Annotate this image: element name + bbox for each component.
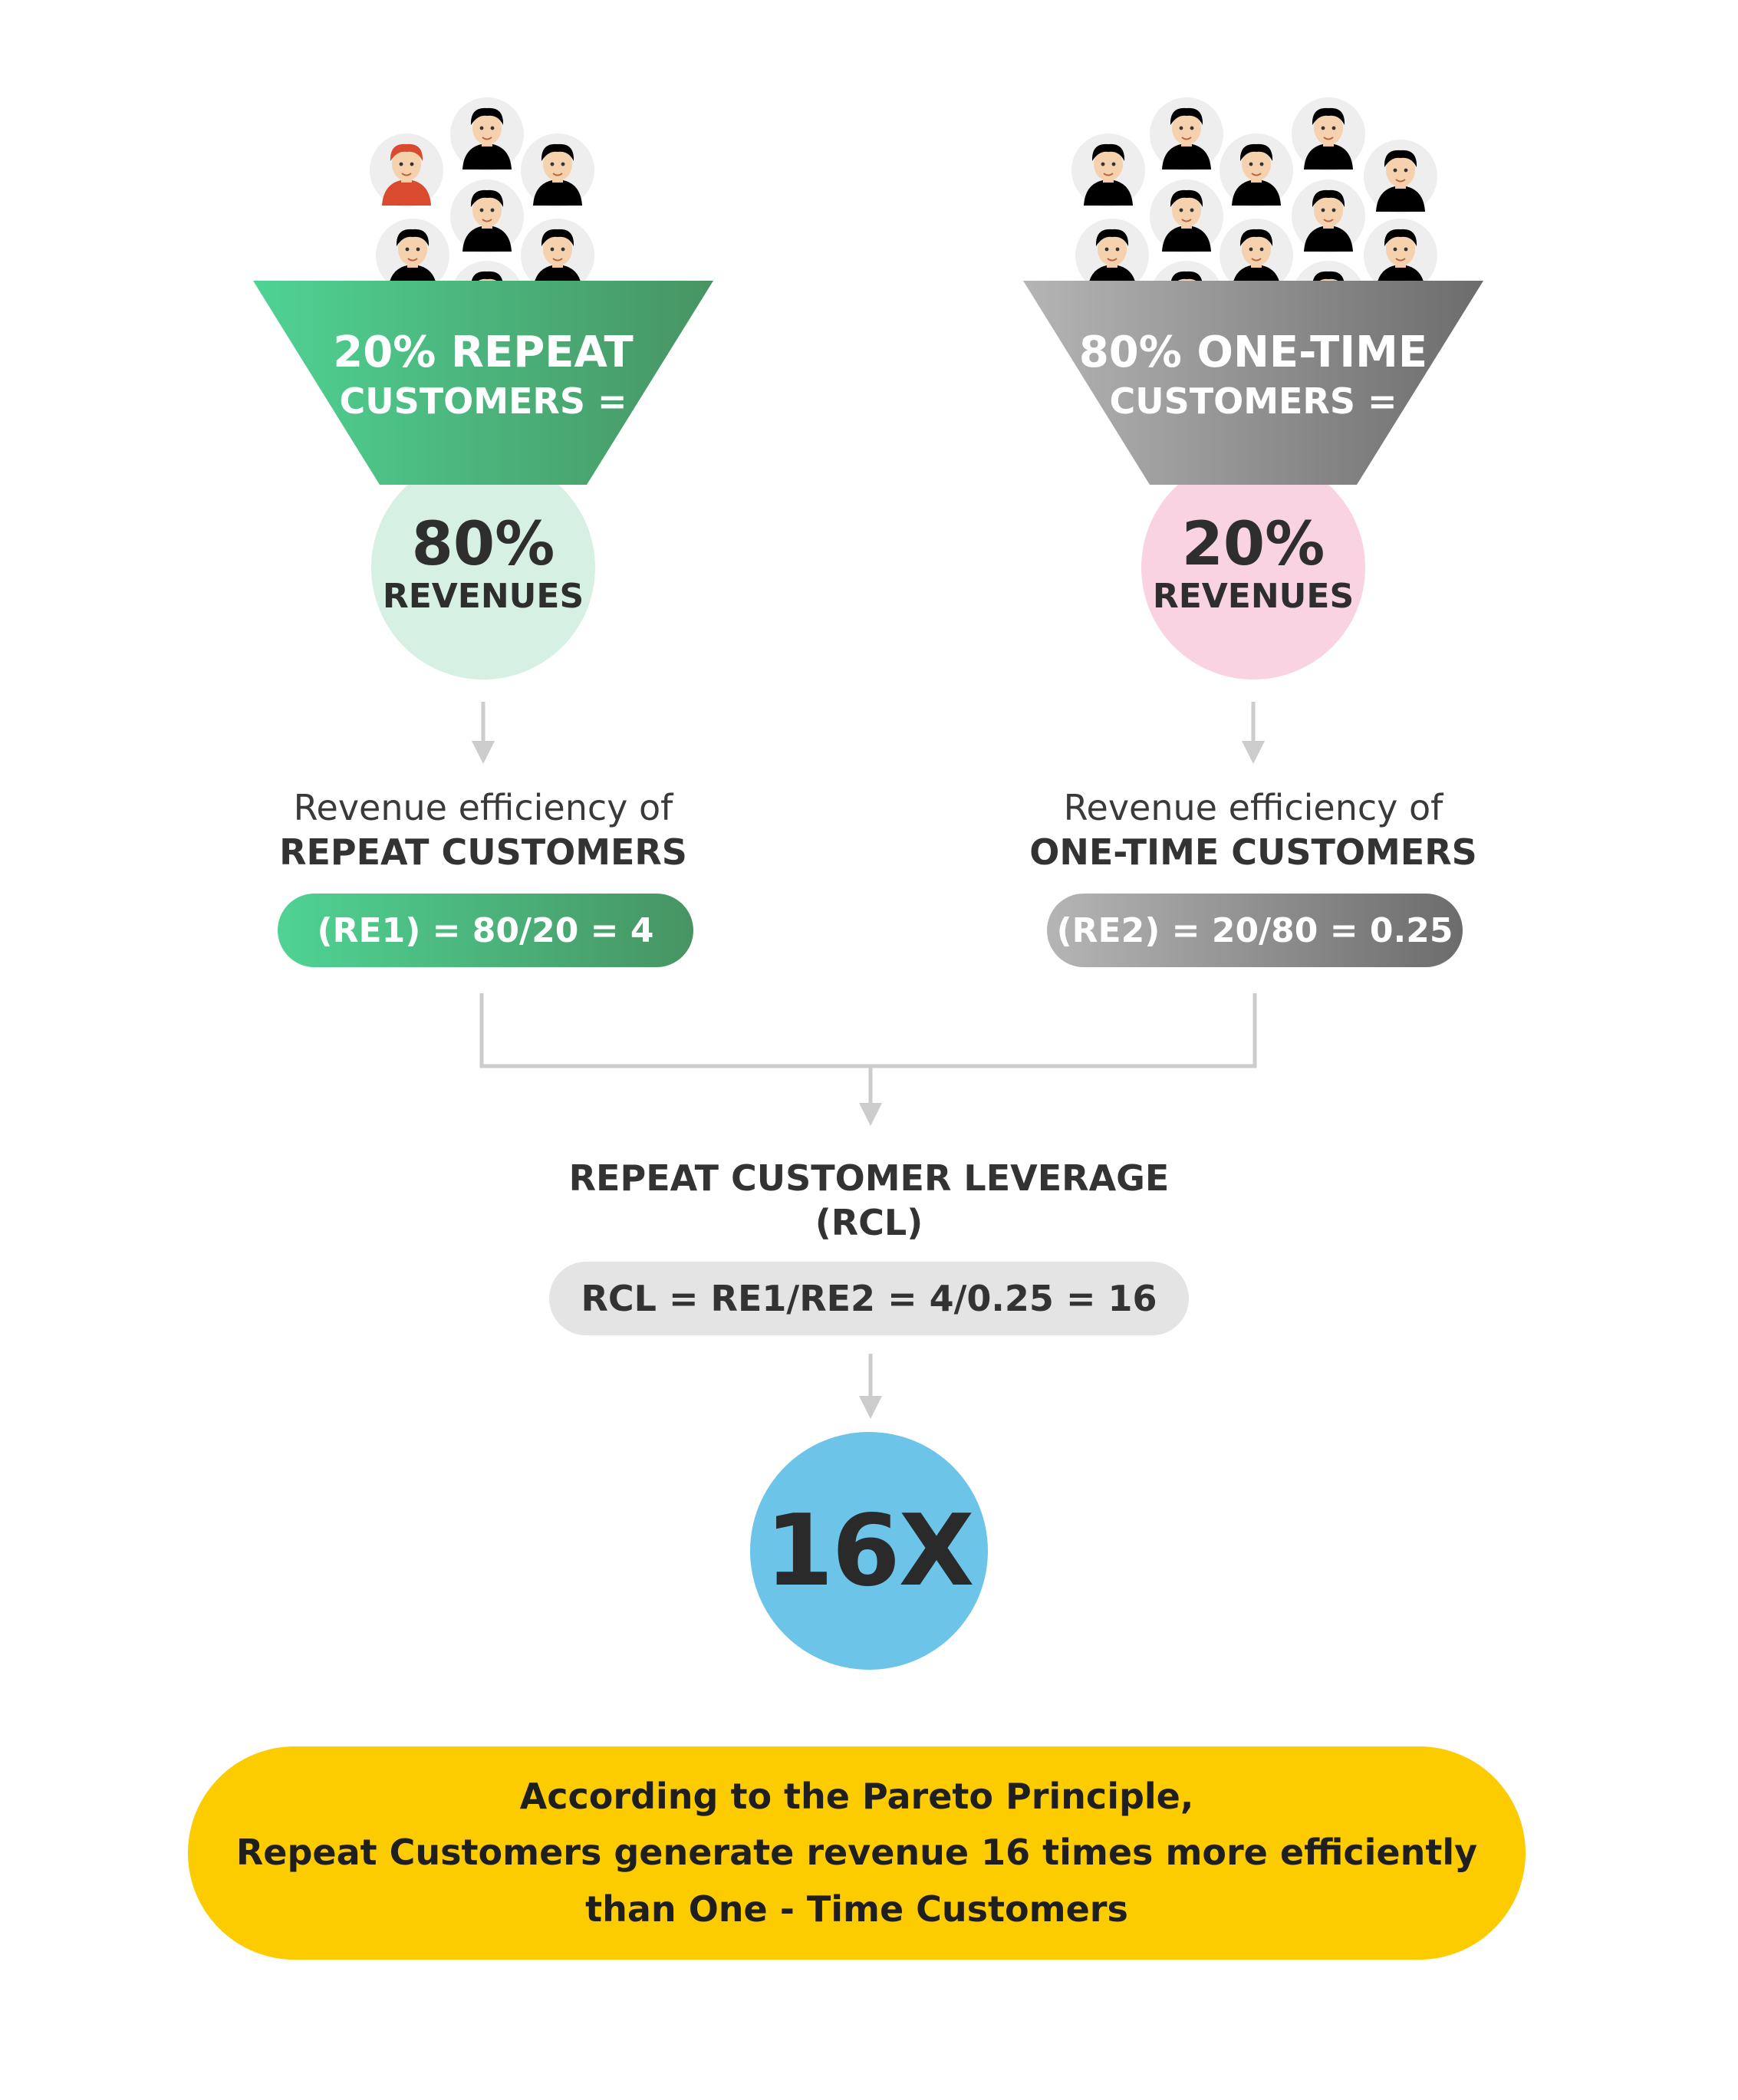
rcl-title-line1: REPEAT CUSTOMER LEVERAGE bbox=[568, 1157, 1170, 1199]
re1-formula-pill: (RE1) = 80/20 = 4 bbox=[278, 894, 693, 967]
customer-avatar-icon bbox=[449, 179, 525, 254]
right-revenue-label: REVENUES bbox=[1152, 576, 1355, 616]
customer-avatar-icon bbox=[1291, 97, 1366, 172]
left-funnel-label: 20% REPEAT CUSTOMERS = bbox=[291, 326, 675, 424]
left-funnel bbox=[253, 281, 713, 485]
right-funnel-label: 80% ONE-TIME CUSTOMERS = bbox=[1062, 326, 1445, 424]
conclusion-line3: than One - Time Customers bbox=[585, 1888, 1128, 1930]
left-revenue-circle bbox=[371, 456, 595, 680]
right-revenue-value: 20% bbox=[1181, 510, 1325, 579]
conclusion-line2: Repeat Customers generate revenue 16 tim… bbox=[235, 1832, 1478, 1874]
right-efficiency-title: Revenue efficiency of ONE-TIME CUSTOMERS bbox=[1008, 786, 1499, 874]
left-efficiency-prefix: Revenue efficiency of bbox=[293, 787, 673, 828]
arrow-down-icon bbox=[1242, 702, 1265, 764]
customer-avatar-icon bbox=[520, 133, 595, 208]
customer-avatar-icon bbox=[1149, 179, 1224, 254]
customer-avatar-icon bbox=[1219, 133, 1294, 208]
conclusion-line1: According to the Pareto Principle, bbox=[519, 1775, 1194, 1817]
left-efficiency-title: Revenue efficiency of REPEAT CUSTOMERS bbox=[253, 786, 713, 874]
customer-avatar-icon bbox=[369, 133, 444, 208]
left-revenue-value: 80% bbox=[411, 510, 555, 579]
customer-avatar-icon bbox=[1071, 133, 1146, 208]
right-funnel bbox=[1023, 281, 1483, 485]
customer-avatar-icon bbox=[1291, 179, 1366, 254]
arrow-down-icon bbox=[472, 702, 495, 764]
customer-avatar-icon bbox=[1149, 97, 1224, 172]
arrow-down-icon bbox=[859, 1103, 882, 1126]
right-funnel-line1: 80% ONE-TIME bbox=[1078, 328, 1428, 377]
merge-connector bbox=[479, 993, 1257, 1104]
rcl-formula-pill: RCL = RE1/RE2 = 4/0.25 = 16 bbox=[549, 1262, 1189, 1335]
customer-avatar-icon bbox=[1363, 139, 1438, 214]
right-revenue-share: 20% REVENUES bbox=[1138, 510, 1368, 616]
left-funnel-line2: CUSTOMERS = bbox=[339, 380, 627, 422]
right-revenue-circle bbox=[1141, 456, 1365, 680]
right-efficiency-group: ONE-TIME CUSTOMERS bbox=[1029, 831, 1477, 873]
left-funnel-line1: 20% REPEAT bbox=[333, 328, 634, 377]
leverage-result: 16X bbox=[765, 1493, 975, 1608]
left-revenue-label: REVENUES bbox=[382, 576, 584, 616]
rcl-title-line2: (RCL) bbox=[815, 1201, 923, 1243]
customer-avatar-icon bbox=[449, 97, 525, 172]
rcl-title: REPEAT CUSTOMER LEVERAGE (RCL) bbox=[486, 1157, 1252, 1245]
right-funnel-line2: CUSTOMERS = bbox=[1109, 380, 1397, 422]
result-circle bbox=[750, 1432, 988, 1670]
left-revenue-share: 80% REVENUES bbox=[368, 510, 598, 616]
right-efficiency-prefix: Revenue efficiency of bbox=[1063, 787, 1443, 828]
arrow-down-icon bbox=[859, 1354, 882, 1419]
left-efficiency-group: REPEAT CUSTOMERS bbox=[279, 831, 687, 873]
conclusion-banner: According to the Pareto Principle, Repea… bbox=[188, 1746, 1526, 1960]
re2-formula-pill: (RE2) = 20/80 = 0.25 bbox=[1047, 894, 1463, 967]
